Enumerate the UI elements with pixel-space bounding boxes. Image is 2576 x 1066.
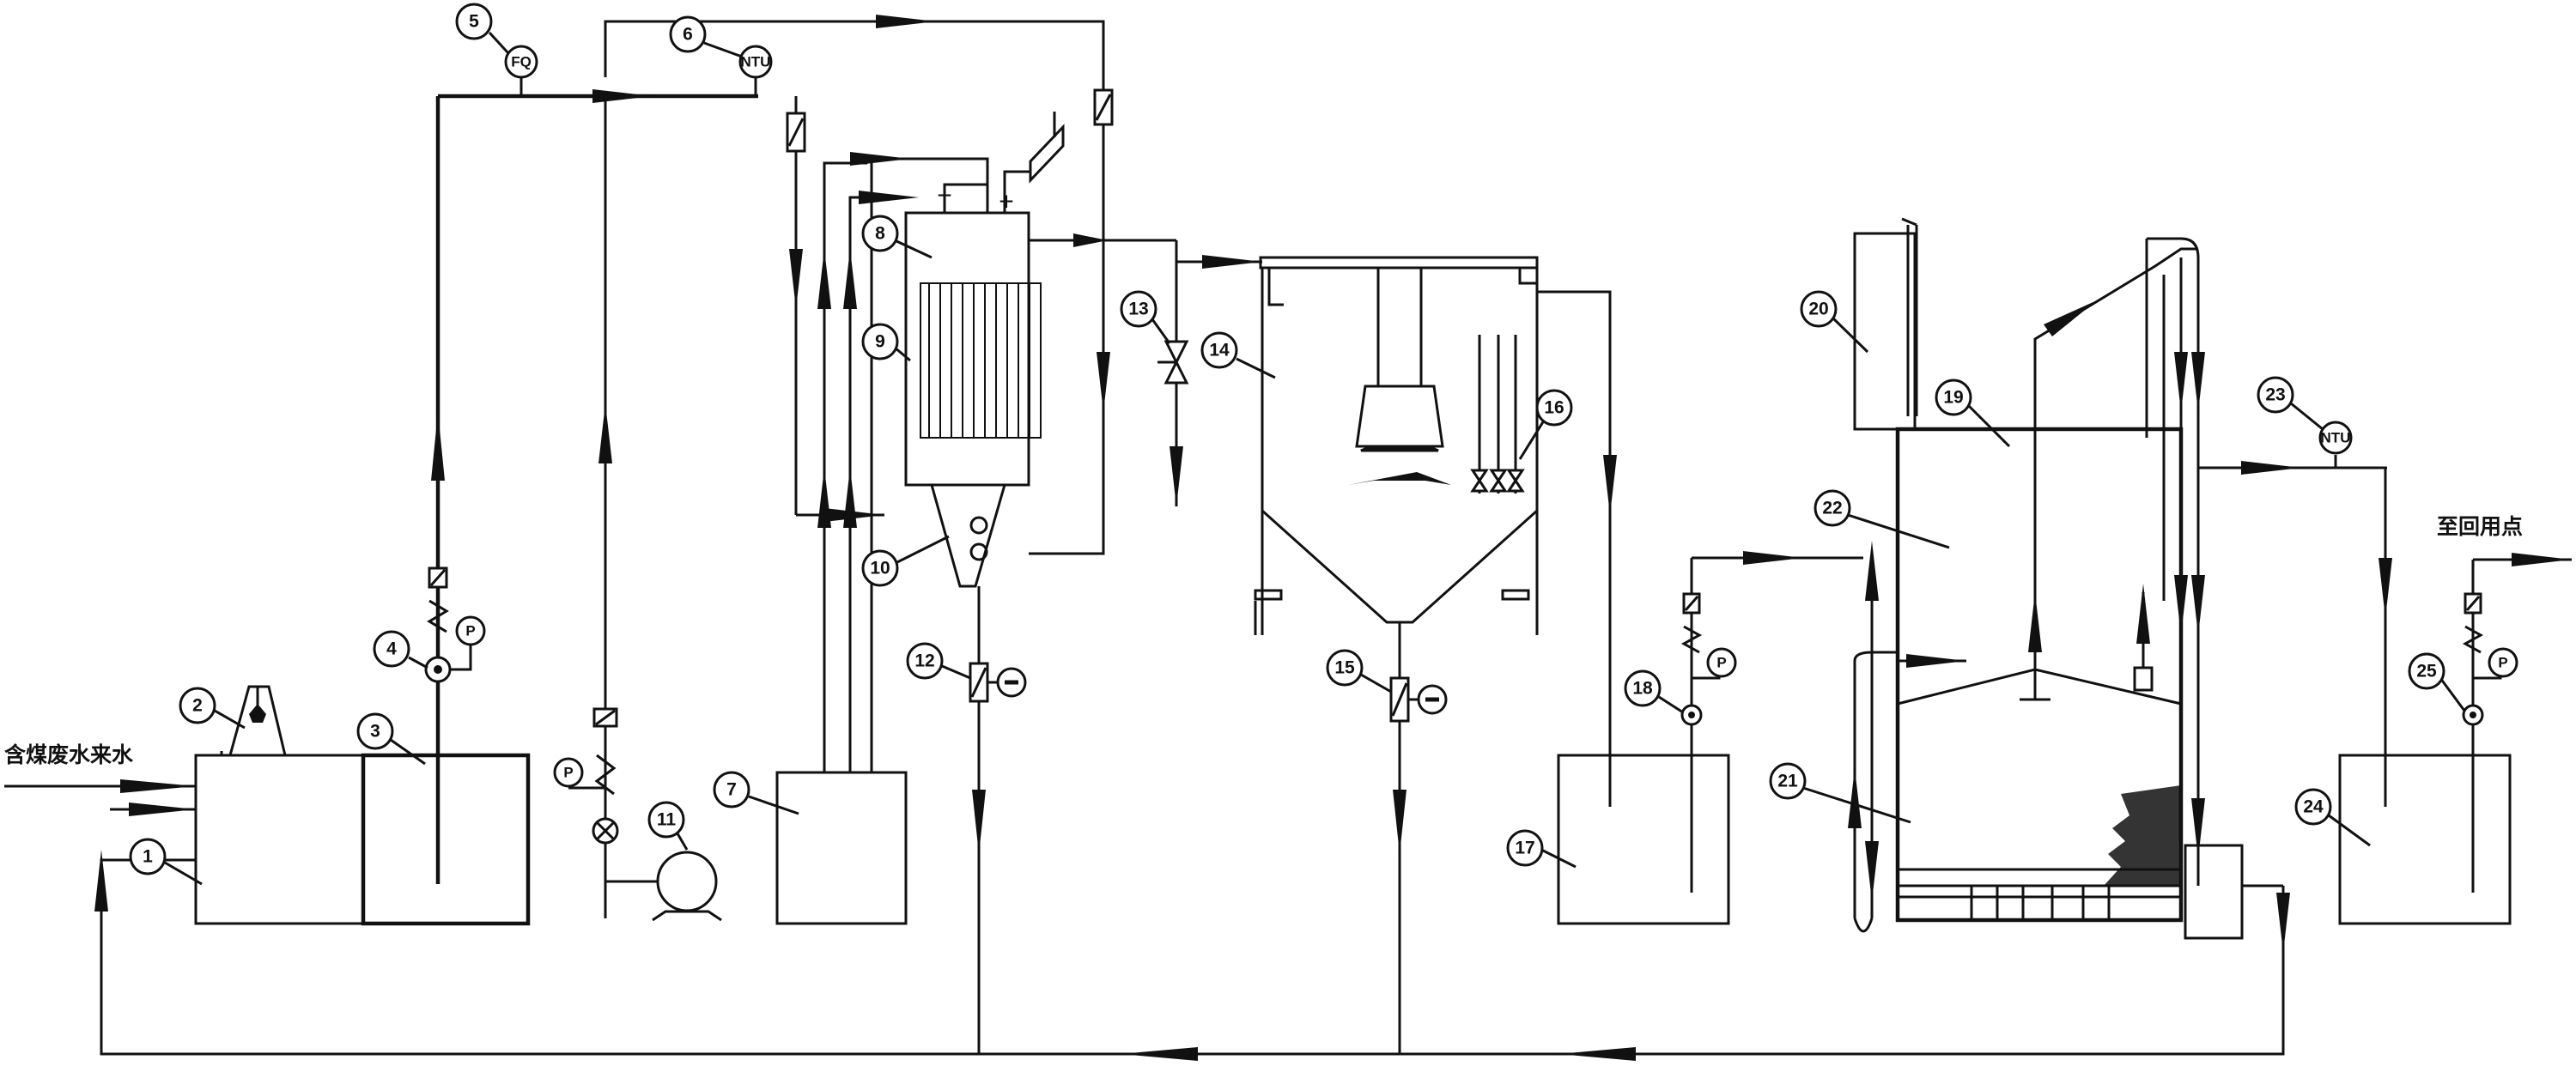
svg-text:11: 11 (657, 810, 677, 830)
callout-14: 14 (1200, 331, 1276, 379)
negative-electrode-sign: − (937, 182, 952, 210)
callout-8: 8 (861, 215, 933, 259)
electrode-plates-9 (920, 282, 1042, 439)
reactor-outlet (1029, 233, 1262, 269)
callout-9: 9 (861, 323, 911, 362)
callout-6: 6 (669, 15, 743, 58)
svg-text:2: 2 (192, 696, 203, 716)
collection-tank-1 (194, 754, 365, 925)
svg-text:9: 9 (875, 332, 885, 352)
callout-17: 17 (1506, 829, 1577, 869)
svg-text:1: 1 (143, 847, 153, 867)
outlet-label: 至回用点 (2437, 514, 2523, 539)
callout-5: 5 (455, 3, 510, 55)
inlet-line (4, 779, 196, 793)
svg-text:25: 25 (2416, 662, 2437, 681)
svg-text:19: 19 (1943, 388, 1963, 408)
svg-text:7: 7 (726, 780, 737, 800)
filter-outlet-column (2145, 237, 2290, 953)
callout-7: 7 (713, 771, 799, 815)
callout-22: 22 (1814, 489, 1950, 549)
callout-13: 13 (1120, 290, 1171, 344)
clarifier-14 (1254, 256, 1539, 635)
pressure-gauge-11-tag: P (563, 765, 573, 781)
callout-12: 12 (906, 642, 971, 680)
feed-line (424, 89, 758, 884)
svg-text:15: 15 (1334, 658, 1355, 678)
reactor-ports (969, 516, 988, 561)
svg-text:17: 17 (1515, 839, 1534, 858)
svg-text:6: 6 (683, 25, 693, 45)
agitator-2 (220, 685, 294, 757)
pressure-gauge-4 (455, 615, 486, 646)
callout-18: 18 (1624, 669, 1684, 714)
svg-text:16: 16 (1544, 398, 1564, 418)
svg-text:14: 14 (1209, 341, 1230, 360)
callout-2: 2 (179, 687, 246, 730)
pressure-gauge-25 (2488, 647, 2518, 678)
svg-text:4: 4 (386, 639, 397, 659)
svg-text:10: 10 (870, 559, 890, 578)
filter-tank-19 (1895, 247, 2198, 923)
callout-23: 23 (2257, 376, 2324, 431)
pressure-gauge-4-tag: P (465, 623, 475, 639)
callout-16: 16 (1518, 389, 1573, 460)
backwash-pipe (1848, 541, 1966, 933)
svg-text:23: 23 (2265, 385, 2285, 405)
sample-valve-13 (1157, 262, 1189, 506)
flow-meter-5-tag: FQ (511, 54, 532, 70)
callout-20: 20 (1800, 290, 1869, 354)
callout-11: 11 (647, 801, 689, 851)
svg-text:8: 8 (875, 224, 885, 244)
power-supply (943, 112, 1065, 213)
callout-1: 1 (129, 838, 203, 886)
svg-text:20: 20 (1808, 300, 1828, 319)
callout-3: 3 (356, 712, 426, 766)
flow-meter-5 (504, 45, 538, 96)
bypass-line-top (604, 15, 1114, 555)
svg-text:12: 12 (914, 651, 934, 671)
callout-24: 24 (2294, 788, 2371, 847)
pressure-gauge-18-tag: P (1716, 655, 1726, 671)
pressure-gauge-18 (1706, 647, 1737, 678)
clean-water-line (2198, 455, 2512, 925)
pressure-gauge-25-tag: P (2498, 655, 2507, 671)
svg-text:3: 3 (370, 722, 380, 742)
callout-25: 25 (2408, 652, 2466, 712)
svg-text:13: 13 (1128, 300, 1148, 319)
inlet-label: 含煤废水来水 (4, 742, 134, 767)
sludge-valves-16 (1470, 469, 1525, 493)
clarifier-overflow (1537, 290, 1730, 925)
filter-media-21 (2104, 785, 2181, 886)
drain-valve-12 (969, 586, 1027, 1054)
turbidity-meter-6-tag: NTU (741, 54, 771, 70)
turbidity-meter-6 (738, 45, 773, 96)
dosing-lines (775, 152, 989, 925)
callout-21: 21 (1769, 762, 1911, 824)
pump-25 (2462, 553, 2572, 893)
pressure-gauge-11 (553, 757, 584, 788)
callout-19: 19 (1935, 379, 2011, 448)
svg-text:21: 21 (1777, 772, 1798, 791)
compressor-11 (568, 707, 722, 922)
return-line (94, 803, 2285, 1061)
callout-15: 15 (1326, 649, 1392, 694)
control-box-20 (1853, 217, 1918, 431)
positive-electrode-sign: + (999, 188, 1014, 216)
svg-text:24: 24 (2303, 797, 2324, 817)
svg-text:5: 5 (469, 12, 479, 32)
stock-tank-3 (361, 753, 531, 926)
svg-text:18: 18 (1632, 679, 1653, 699)
pump-18 (1680, 551, 1863, 893)
callout-4: 4 (373, 630, 428, 669)
svg-text:22: 22 (1822, 499, 1842, 518)
reactor-8 (904, 211, 1030, 588)
drain-valve-15 (1389, 622, 1448, 1054)
turbidity-meter-23-tag: NTU (2321, 430, 2351, 446)
callout-10: 10 (861, 535, 950, 587)
turbidity-meter-23 (2318, 421, 2353, 455)
